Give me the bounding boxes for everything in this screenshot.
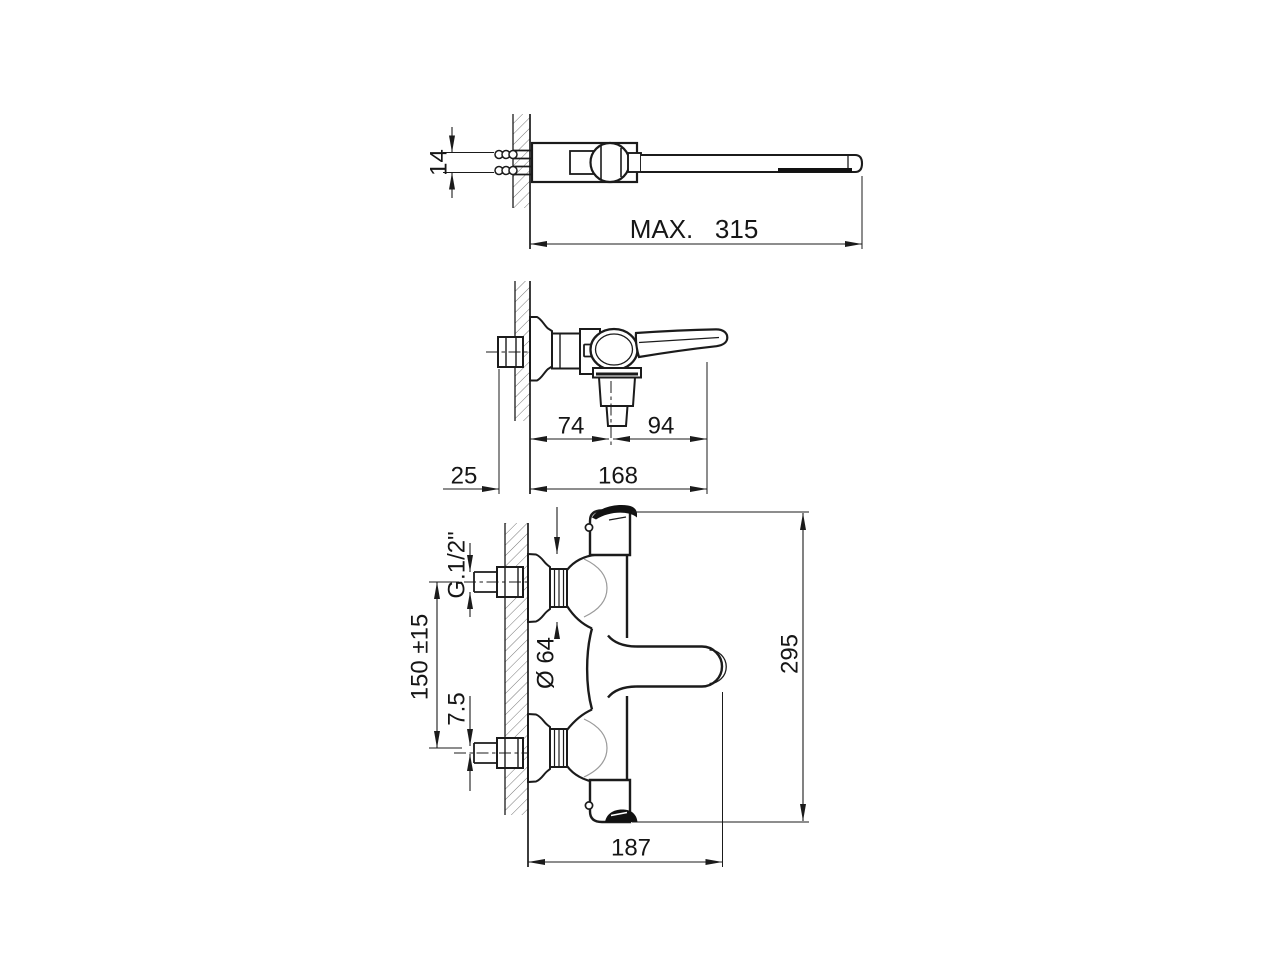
dimension-overall-width: 295 (632, 511, 809, 823)
dim-label-max-315: MAX. 315 (630, 214, 759, 244)
dim-label-74: 74 (558, 413, 585, 440)
lever-handle (634, 328, 729, 359)
dim-label-offset: 7.5 (444, 692, 471, 725)
dimension-max-projection: MAX. 315 (530, 176, 863, 249)
inlet-tails (494, 149, 533, 176)
dimension-rosette-diameter: Ø 64 (533, 507, 560, 689)
dim-label-187: 187 (611, 835, 651, 862)
dim-label-14: 14 (426, 149, 453, 176)
wall-rosette (527, 712, 551, 784)
dimension-74-94: 74 94 (530, 362, 708, 494)
inlet-connection-top (464, 552, 608, 630)
aerator-strip (778, 168, 852, 173)
faucet-body-top (530, 141, 864, 184)
body-left-bow (585, 628, 594, 710)
dimension-thread: G.1/2" (444, 531, 473, 617)
spout-tongue (607, 634, 724, 699)
dimension-168: 168 (530, 463, 707, 492)
dimension-inlet-centers: 150 ±15 (407, 581, 462, 749)
body-button-top (584, 523, 594, 532)
wall-rosette (529, 316, 553, 382)
wall-rosette (527, 552, 551, 624)
body-dome-arc (583, 718, 608, 778)
dim-label-150: 150 ±15 (407, 614, 434, 701)
spout-bar (641, 153, 864, 174)
handle-knob (589, 327, 639, 372)
dimension-spout-projection: 187 (528, 692, 723, 867)
top-view: 14 MAX. 315 (426, 114, 864, 249)
faucet-body-side (529, 316, 729, 447)
dim-label-thread: G.1/2" (444, 531, 471, 598)
dim-label-25: 25 (451, 463, 478, 490)
body-dome-arc (583, 558, 608, 618)
faucet-body-front (584, 505, 727, 824)
dim-label-295: 295 (777, 634, 804, 674)
side-view: 74 94 168 25 (443, 281, 729, 494)
handle-tip-top (592, 505, 637, 520)
dimension-offset: 7.5 (444, 692, 473, 791)
spout-tip-inner-arc (709, 649, 727, 685)
dim-label-94: 94 (648, 413, 675, 440)
diverter-spout (592, 367, 642, 447)
inlet-connection-bottom (454, 708, 608, 784)
dim-label-168: 168 (598, 463, 638, 490)
cartridge-circle (589, 141, 631, 184)
dimension-25: 25 (443, 369, 500, 494)
dimension-inlet-spacing: 14 (426, 127, 494, 198)
wall-hatch (513, 114, 530, 208)
handle-tip-bottom (605, 809, 638, 822)
body-button-bottom (584, 801, 594, 810)
dim-label-rosette: Ø 64 (533, 637, 560, 689)
front-view: G.1/2" Ø 64 150 ±15 7.5 295 (407, 505, 809, 867)
